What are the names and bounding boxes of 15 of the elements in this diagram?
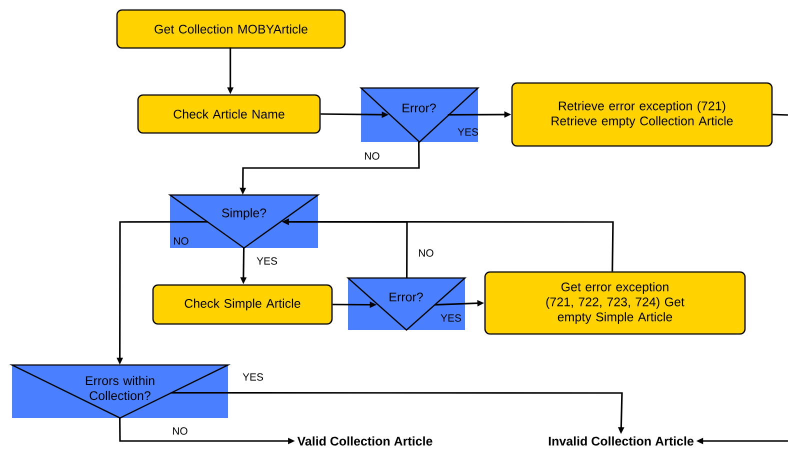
- process-box: Check Simple Article: [152, 284, 333, 325]
- result-text: Valid Collection Article: [297, 436, 432, 446]
- edge-label: NO: [174, 237, 188, 245]
- edge-label: NO: [173, 427, 188, 435]
- edge-label: YES: [242, 373, 264, 381]
- result-text: Invalid Collection Article: [548, 436, 694, 446]
- process-box: Get Collection MOBYArticle: [116, 9, 346, 49]
- process-box: Check Article Name: [137, 94, 321, 134]
- process-box: Get error exception (721, 722, 723, 724) Get empty Simple Article: [484, 271, 746, 335]
- edge-label: YES: [256, 257, 278, 265]
- edge-label: YES: [458, 128, 478, 136]
- edge-label: YES: [440, 314, 462, 322]
- edge-label: NO: [419, 249, 434, 257]
- process-box: Retrieve error exception (721) Retrieve empty Collection Article: [511, 82, 773, 147]
- edge-label: NO: [365, 152, 380, 160]
